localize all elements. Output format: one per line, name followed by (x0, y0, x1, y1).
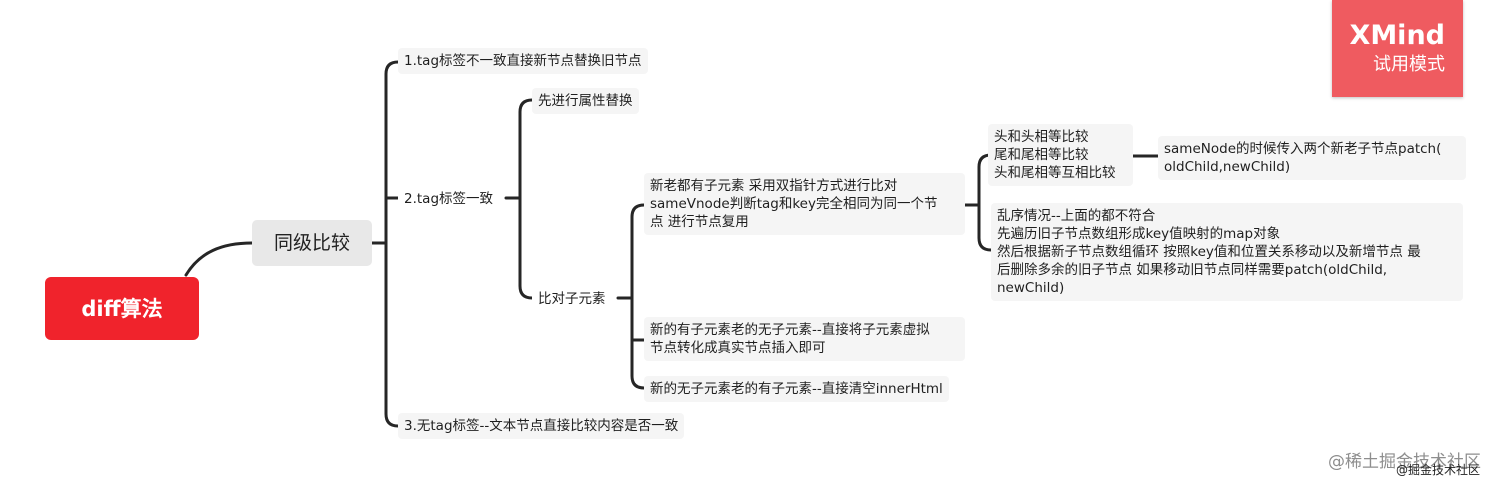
node-line: 新老都有子元素 采用双指针方式进行比对 (650, 178, 898, 194)
node-line: 头和尾相等互相比较 (994, 165, 1116, 181)
node-old-only-children[interactable]: 新的无子元素老的有子元素--直接清空innerHtml (644, 376, 949, 402)
node-same-node-patch[interactable]: sameNode的时候传入两个新老子节点patch( oldChild,newC… (1158, 136, 1466, 180)
node-line: 新的有子元素老的无子元素--直接将子元素虚拟 (650, 322, 930, 338)
node-both-have-children[interactable]: 新老都有子元素 采用双指针方式进行比对 sameVnode判断tag和key完全… (644, 173, 965, 235)
node-line: 节点转化成真实节点插入即可 (650, 340, 826, 356)
branch-label: 1.tag标签不一致直接新节点替换旧节点 (404, 53, 642, 69)
trunk-level1 (384, 60, 400, 428)
branch-label: 2.tag标签一致 (404, 191, 494, 207)
node-line: sameNode的时候传入两个新老子节点patch( (1164, 141, 1442, 157)
node-line: sameVnode判断tag和key完全相同为同一个节 (650, 196, 938, 212)
xmind-brand: XMind (1349, 20, 1446, 51)
trunk-level3 (630, 203, 646, 390)
node-new-only-children[interactable]: 新的有子元素老的无子元素--直接将子元素虚拟 节点转化成真实节点插入即可 (644, 317, 965, 361)
node-label: 新的无子元素老的有子元素--直接清空innerHtml (650, 381, 943, 397)
branch-no-tag[interactable]: 3.无tag标签--文本节点直接比较内容是否一致 (398, 413, 685, 439)
main-topic-label: 同级比较 (273, 232, 350, 254)
node-compare-children[interactable]: 比对子元素 (532, 286, 612, 312)
trunk-level2 (518, 98, 534, 300)
xmind-trial-badge: XMind 试用模式 (1332, 0, 1463, 97)
node-line: 然后根据新子节点数组循环 按照key值和位置关系移动以及新增节点 最 (997, 244, 1421, 260)
node-line: 头和头相等比较 (994, 129, 1089, 145)
watermark: @稀土掘金技术社区 (1328, 452, 1481, 472)
node-endpoint-compare[interactable]: 头和头相等比较 尾和尾相等比较 头和尾相等互相比较 (988, 124, 1133, 186)
branch-tag-different[interactable]: 1.tag标签不一致直接新节点替换旧节点 (398, 48, 648, 74)
root-label: diff算法 (81, 296, 163, 321)
node-line: 乱序情况--上面的都不符合 (997, 208, 1156, 224)
branch-tag-same[interactable]: 2.tag标签一致 (398, 186, 500, 212)
node-line: 尾和尾相等比较 (994, 147, 1089, 163)
node-line: newChild) (997, 280, 1065, 296)
branch-label: 3.无tag标签--文本节点直接比较内容是否一致 (404, 418, 679, 434)
trunk-level4 (977, 153, 993, 252)
node-label: 先进行属性替换 (538, 93, 633, 109)
root-node[interactable]: diff算法 (45, 277, 199, 340)
node-line: 点 进行节点复用 (650, 214, 749, 230)
node-label: 比对子元素 (538, 291, 606, 307)
node-disorder-case[interactable]: 乱序情况--上面的都不符合 先遍历旧子节点数组形成key值映射的map对象 然后… (991, 203, 1463, 301)
node-attr-replace[interactable]: 先进行属性替换 (532, 88, 639, 114)
watermark-small: @掘金技术社区 (1396, 463, 1481, 477)
trial-mode-label: 试用模式 (1373, 54, 1445, 75)
node-line: 先遍历旧子节点数组形成key值映射的map对象 (997, 226, 1281, 242)
node-line: 后删除多余的旧子节点 如果移动旧节点同样需要patch(oldChild, (997, 262, 1388, 278)
link-root-main (184, 241, 254, 277)
node-line: oldChild,newChild) (1164, 159, 1291, 175)
main-topic-node[interactable]: 同级比较 (252, 220, 372, 266)
